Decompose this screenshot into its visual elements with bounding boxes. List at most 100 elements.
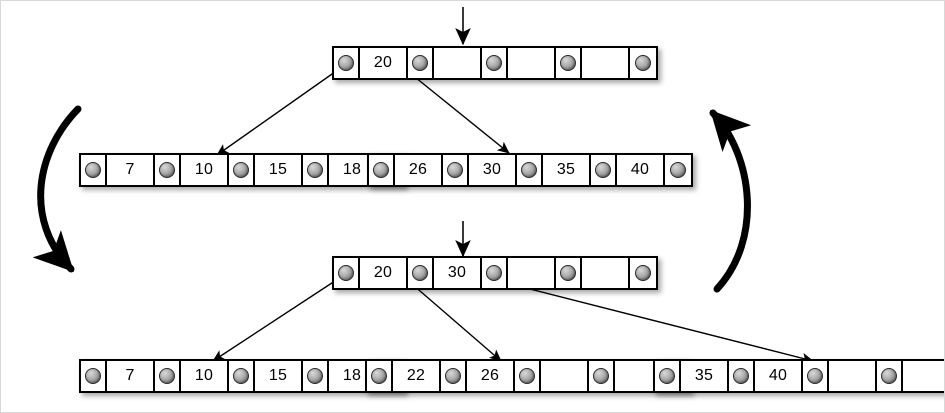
key-cell[interactable]	[541, 361, 589, 391]
pointer-cell[interactable]	[303, 155, 329, 185]
key-cell[interactable]: 10	[181, 155, 229, 185]
key-label: 18	[342, 367, 362, 384]
key-cell[interactable]	[829, 361, 877, 391]
pointer-icon	[412, 55, 428, 71]
root-after[interactable]: 20 30	[332, 256, 658, 290]
pointer-icon	[373, 162, 389, 178]
key-label: 40	[768, 367, 788, 384]
key-cell[interactable]	[508, 258, 556, 288]
key-label: 26	[408, 161, 428, 178]
key-label: 15	[268, 161, 288, 178]
pointer-cell[interactable]	[482, 258, 508, 288]
pointer-icon	[595, 162, 611, 178]
key-cell[interactable]: 7	[107, 361, 155, 391]
pointer-cell[interactable]	[655, 361, 681, 391]
key-cell[interactable]: 7	[107, 155, 155, 185]
pointer-icon	[371, 368, 387, 384]
pointer-cell[interactable]	[665, 155, 691, 185]
pointer-icon	[486, 55, 502, 71]
root-before[interactable]: 20	[332, 46, 658, 80]
pointer-icon	[85, 368, 101, 384]
pointer-cell[interactable]	[229, 361, 255, 391]
pointer-icon	[307, 368, 323, 384]
pointer-icon	[519, 368, 535, 384]
edge-root-after-to-left-leaf	[212, 276, 342, 362]
key-label: 7	[125, 367, 135, 384]
pointer-cell[interactable]	[155, 361, 181, 391]
key-cell[interactable]	[434, 48, 482, 78]
pointer-cell[interactable]	[303, 361, 329, 391]
leaf-before-right[interactable]: 26 30 35 40	[367, 153, 693, 187]
pointer-cell[interactable]	[517, 155, 543, 185]
edge-root-before-to-right-leaf	[404, 68, 510, 154]
key-cell[interactable]: 30	[434, 258, 482, 288]
key-cell[interactable]: 40	[755, 361, 803, 391]
pointer-cell[interactable]	[334, 258, 360, 288]
key-cell[interactable]: 35	[543, 155, 591, 185]
pointer-icon	[338, 265, 354, 281]
pointer-icon	[635, 55, 651, 71]
key-label: 22	[406, 367, 426, 384]
pointer-cell[interactable]	[591, 155, 617, 185]
key-label: 35	[694, 367, 714, 384]
edge-root-before-to-left-leaf	[216, 66, 343, 156]
pointer-cell[interactable]	[556, 258, 582, 288]
pointer-icon	[85, 162, 101, 178]
key-cell[interactable]: 15	[255, 155, 303, 185]
key-label: 30	[482, 161, 502, 178]
pointer-icon	[733, 368, 749, 384]
key-cell[interactable]	[508, 48, 556, 78]
pointer-cell[interactable]	[589, 361, 615, 391]
key-cell[interactable]: 10	[181, 361, 229, 391]
key-cell[interactable]: 35	[681, 361, 729, 391]
pointer-cell[interactable]	[369, 155, 395, 185]
pointer-cell[interactable]	[556, 48, 582, 78]
pointer-icon	[593, 368, 609, 384]
pointer-icon	[486, 265, 502, 281]
key-cell[interactable]	[903, 361, 944, 391]
pointer-cell[interactable]	[729, 361, 755, 391]
pointer-cell[interactable]	[334, 48, 360, 78]
key-label: 30	[447, 264, 467, 281]
pointer-icon	[635, 265, 651, 281]
key-cell[interactable]	[582, 258, 630, 288]
pointer-cell[interactable]	[443, 155, 469, 185]
pointer-cell[interactable]	[482, 48, 508, 78]
pointer-cell[interactable]	[441, 361, 467, 391]
pointer-cell[interactable]	[81, 155, 107, 185]
pointer-icon	[233, 368, 249, 384]
pointer-cell[interactable]	[408, 258, 434, 288]
pointer-cell[interactable]	[630, 258, 656, 288]
key-cell[interactable]: 15	[255, 361, 303, 391]
pointer-icon	[521, 162, 537, 178]
key-cell[interactable]: 30	[469, 155, 517, 185]
pointer-icon	[560, 55, 576, 71]
leaf-after-middle[interactable]: 22 26	[365, 359, 691, 393]
pointer-cell[interactable]	[81, 361, 107, 391]
leaf-after-left[interactable]: 7 10 15 18	[79, 359, 405, 393]
leaf-before-left[interactable]: 7 10 15 18	[79, 153, 405, 187]
leaf-after-right[interactable]: 35 40	[653, 359, 944, 393]
curved-arrow-down-left	[32, 105, 82, 273]
pointer-cell[interactable]	[408, 48, 434, 78]
pointer-icon	[307, 162, 323, 178]
pointer-cell[interactable]	[515, 361, 541, 391]
key-cell[interactable]: 26	[467, 361, 515, 391]
pointer-icon	[412, 265, 428, 281]
key-cell[interactable]: 40	[617, 155, 665, 185]
key-cell[interactable]: 20	[360, 48, 408, 78]
key-cell[interactable]: 26	[395, 155, 443, 185]
key-cell[interactable]: 20	[360, 258, 408, 288]
pointer-cell[interactable]	[367, 361, 393, 391]
key-label: 15	[268, 367, 288, 384]
pointer-cell[interactable]	[630, 48, 656, 78]
pointer-cell[interactable]	[229, 155, 255, 185]
key-cell[interactable]	[582, 48, 630, 78]
pointer-cell[interactable]	[155, 155, 181, 185]
pointer-cell[interactable]	[877, 361, 903, 391]
key-cell[interactable]: 22	[393, 361, 441, 391]
pointer-cell[interactable]	[803, 361, 829, 391]
pointer-icon	[338, 55, 354, 71]
pointer-icon	[807, 368, 823, 384]
